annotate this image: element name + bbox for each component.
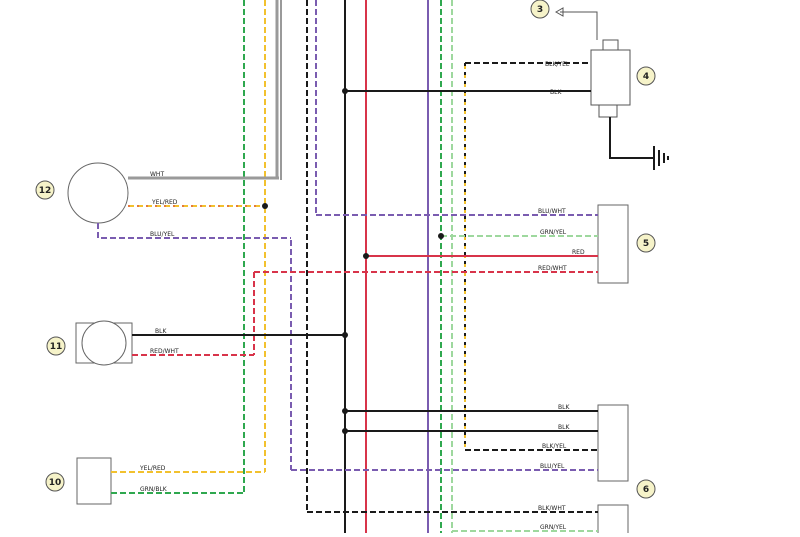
label-red-c5: RED (572, 249, 585, 256)
component-3-4-group: 3 4 BLK/YEL BLK (342, 0, 669, 170)
wire-ground-c4 (609, 117, 654, 159)
label-grnyel-bottom: GRN/YEL (540, 524, 567, 531)
label-grnblk-c10: GRN/BLK (140, 486, 168, 493)
component-11-body (81, 320, 127, 366)
label-bluwht-c5: BLU/WHT (538, 208, 566, 215)
label-blkwht-bottom: BLK/WHT (538, 505, 566, 512)
junction-dot (342, 88, 348, 94)
component-5-callout (636, 233, 656, 253)
component-5-number: 5 (643, 239, 649, 249)
label-yelred-c12: YEL/RED (151, 199, 178, 206)
component-10-group: 10 YEL/RED GRN/BLK (45, 457, 265, 505)
component-10-number: 10 (49, 478, 62, 488)
component-6-callout (636, 479, 656, 499)
label-blk-c6-a: BLK (558, 404, 570, 411)
component-10-body (76, 457, 112, 505)
component-4-connector-bottom (598, 104, 618, 118)
component-4-callout (636, 66, 656, 86)
junction-dot (363, 253, 369, 259)
component-4-number: 4 (643, 72, 649, 82)
label-grnyel-c5: GRN/YEL (540, 229, 567, 236)
label-wht-c12: WHT (150, 171, 164, 178)
label-bluyel-c12: BLU/YEL (150, 231, 175, 238)
component-12-callout (35, 180, 55, 200)
label-blk-c11: BLK (155, 328, 167, 335)
component-5-body (597, 204, 629, 284)
label-redwht-c5: RED/WHT (538, 265, 567, 272)
component-4-connector-top (602, 39, 619, 51)
label-blk-c6-b: BLK (558, 424, 570, 431)
component-11-group: 11 BLK RED/WHT (46, 320, 348, 366)
junction-dot (342, 332, 348, 338)
component-10-callout (45, 472, 65, 492)
component-3-callout (530, 0, 550, 19)
arrowhead-icon (554, 7, 564, 17)
label-blkyel-c6: BLK/YEL (542, 443, 567, 450)
component-12-body (67, 162, 129, 224)
junction-dot (342, 408, 348, 414)
ground-icon (653, 146, 669, 170)
component-6-number: 6 (643, 485, 649, 495)
bottom-component-group: BLK/WHT GRN/YEL (307, 504, 629, 537)
component-6-group: 6 BLK BLK BLK/YEL BLU/YEL (291, 404, 656, 499)
label-bluyel-c6: BLU/YEL (540, 463, 565, 470)
junction-dot (262, 203, 268, 209)
component-6-body (597, 404, 629, 482)
component-12-group: 12 WHT YEL/RED BLU/YEL (35, 162, 291, 239)
component-11-number: 11 (50, 342, 63, 352)
junction-dot (342, 428, 348, 434)
label-blk-yel-c4: BLK/YEL (545, 61, 570, 68)
bottom-component-body (597, 504, 629, 537)
junction-dot (438, 233, 444, 239)
component-3-number: 3 (537, 5, 543, 15)
wire-bluyel-c12 (97, 223, 291, 239)
label-blk-c4: BLK (550, 89, 562, 96)
component-11-callout (46, 336, 66, 356)
component-4-body (590, 49, 631, 106)
component-5-group: 5 BLU/WHT GRN/YEL RED RED/WHT (254, 204, 656, 284)
label-yelred-c10: YEL/RED (139, 465, 166, 472)
label-redwht-c11: RED/WHT (150, 348, 179, 355)
component-12-number: 12 (39, 186, 52, 196)
arrow-to-component-4 (560, 11, 598, 40)
